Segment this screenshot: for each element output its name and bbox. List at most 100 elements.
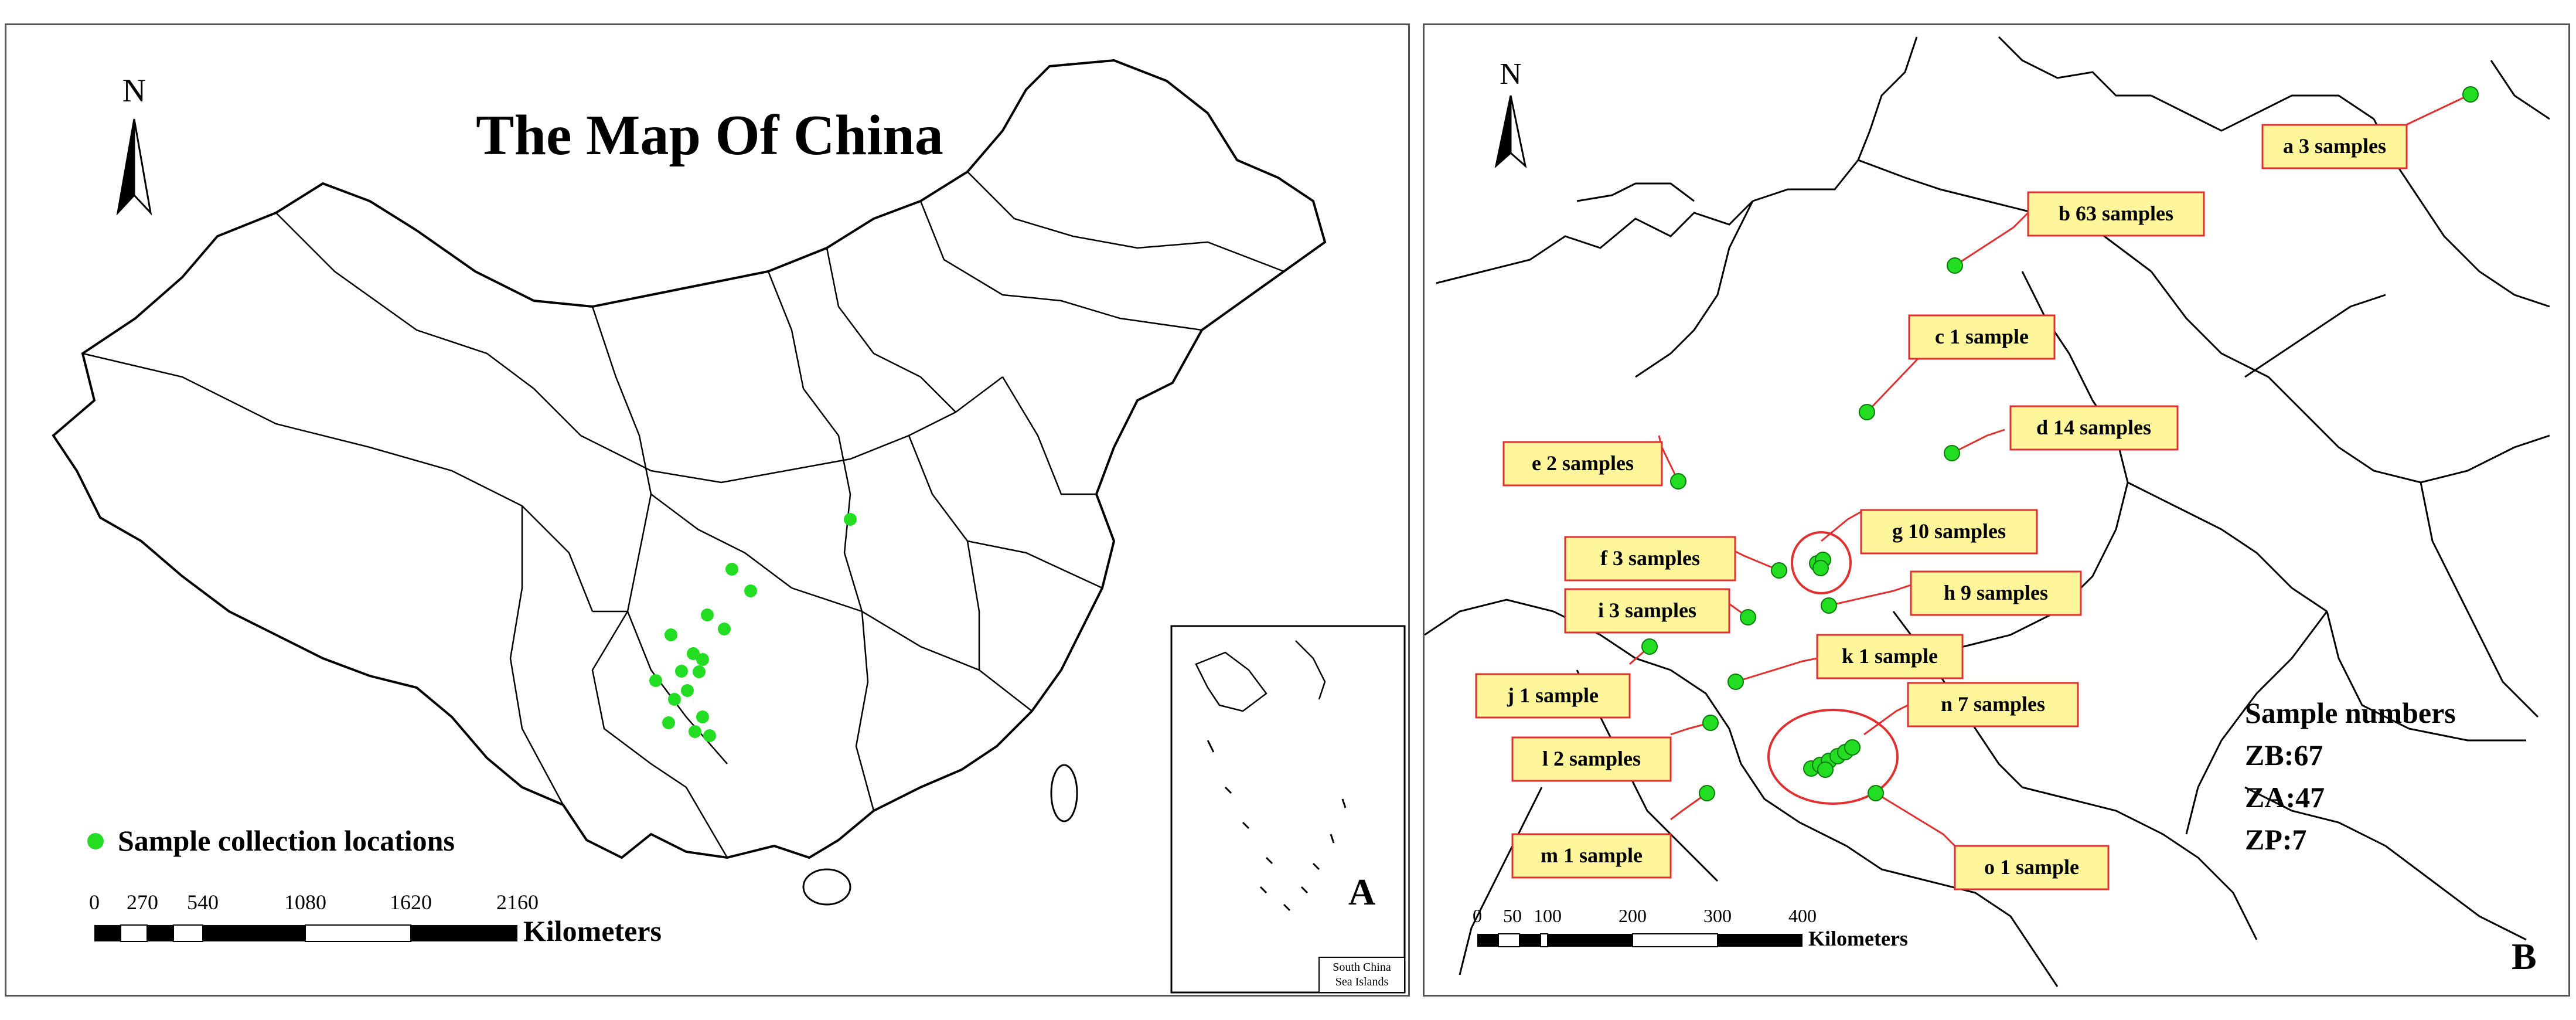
callout-k: k 1 sample <box>1816 634 1964 679</box>
scale-tick: 100 <box>1534 905 1562 926</box>
sample-point <box>1702 715 1719 731</box>
sample-point <box>1868 785 1884 801</box>
sample-point <box>1844 739 1861 756</box>
sample-point <box>1641 638 1658 655</box>
scale-tick: 0 <box>1473 905 1482 926</box>
sample-number-line: ZA:47 <box>2245 781 2325 814</box>
callout-a: a 3 samples <box>2261 124 2408 169</box>
sample-point <box>1947 257 1963 274</box>
sample-point <box>701 608 714 621</box>
sample-point <box>725 563 738 576</box>
scale-unit: Kilometers <box>523 914 662 947</box>
sample-point <box>1817 761 1834 778</box>
legend-label: Sample collection locations <box>118 824 455 857</box>
sample-point <box>1699 785 1715 801</box>
callout-label: d 14 samples <box>2036 416 2151 439</box>
sample-point <box>665 628 677 641</box>
legend-point-icon <box>87 833 104 849</box>
sample-point <box>1859 404 1875 420</box>
scale-unit: Kilometers <box>1808 927 1908 950</box>
callout-label: k 1 sample <box>1842 644 1938 668</box>
sample-numbers: Sample numbers ZB:67 ZA:47 ZP:7 <box>2245 696 2456 856</box>
region-borders <box>1425 36 2550 987</box>
region-map-svg: a 3 samples b 63 samples c 1 sample d 14… <box>1425 36 2550 987</box>
callout-i: i 3 samples <box>1564 588 1730 634</box>
sample-point <box>675 665 688 678</box>
scale-tick: 400 <box>1788 905 1817 926</box>
scale-tick: 270 <box>127 890 158 914</box>
scale-bar-b: 0 50 100 200 300 400 Kilometers <box>1473 905 1908 950</box>
sample-point <box>1740 609 1756 625</box>
china-map-svg: N The Map Of China Sample collection loc… <box>52 59 1406 994</box>
sample-point <box>718 623 731 635</box>
north-arrow-icon <box>1494 95 1512 169</box>
callout-m: m 1 sample <box>1511 833 1672 879</box>
sample-point <box>689 725 701 738</box>
callout-e: e 2 samples <box>1502 441 1663 487</box>
sample-point <box>844 513 857 526</box>
sample-point <box>1771 562 1787 579</box>
callout-label: o 1 sample <box>1984 855 2079 879</box>
cluster-circle-g <box>1791 531 1852 594</box>
sample-point <box>696 710 709 723</box>
sample-point <box>693 665 706 678</box>
sample-point <box>1727 674 1744 690</box>
map-title: The Map Of China <box>476 104 943 167</box>
sample-points-b <box>1641 86 2479 801</box>
legend-a: Sample collection locations <box>87 824 455 857</box>
callout-label: n 7 samples <box>1941 692 2045 716</box>
callout-o: o 1 sample <box>1954 845 2110 890</box>
callout-label: l 2 samples <box>1542 747 1641 770</box>
province-borders <box>82 171 1284 858</box>
sample-point <box>703 729 716 742</box>
sample-point <box>1821 597 1837 614</box>
callout-label: m 1 sample <box>1541 844 1643 867</box>
callout-label: f 3 samples <box>1600 546 1700 570</box>
scale-tick: 2160 <box>496 890 539 914</box>
sample-point <box>1944 445 1960 461</box>
sample-point <box>2462 86 2479 103</box>
callout-b: b 63 samples <box>2027 191 2205 237</box>
scale-tick: 200 <box>1618 905 1647 926</box>
sample-point <box>681 684 694 697</box>
north-arrow-icon <box>116 118 135 216</box>
callout-d: d 14 samples <box>2009 405 2179 451</box>
sample-point <box>662 716 675 729</box>
callout-label: g 10 samples <box>1892 519 2006 543</box>
north-label: N <box>1500 57 1522 91</box>
callouts: a 3 samples b 63 samples c 1 sample d 14… <box>1475 124 2408 890</box>
north-arrow-b: N <box>1494 57 1527 169</box>
north-label: N <box>122 73 146 109</box>
callout-label: c 1 sample <box>1935 325 2029 348</box>
scale-tick: 1080 <box>284 890 326 914</box>
sample-point <box>1670 473 1686 489</box>
sample-point <box>649 674 662 687</box>
callout-label: i 3 samples <box>1598 599 1696 622</box>
cluster-circle-n <box>1767 709 1899 805</box>
panel-label-a: A <box>1348 871 1375 913</box>
north-arrow-a: N <box>116 73 152 216</box>
callout-j: j 1 sample <box>1475 673 1631 719</box>
scale-tick: 0 <box>89 890 100 914</box>
panel-label-b: B <box>2512 936 2537 977</box>
inset-south-china-sea: South China Sea Islands A <box>1170 625 1406 994</box>
inset-caption: South China <box>1333 961 1391 974</box>
callout-n: n 7 samples <box>1907 682 2079 727</box>
taiwan-island <box>1050 764 1078 822</box>
map-panel-a: N The Map Of China Sample collection loc… <box>5 23 1410 997</box>
scale-tick: 300 <box>1703 905 1732 926</box>
scale-tick: 1620 <box>390 890 432 914</box>
callout-label: e 2 samples <box>1532 451 1634 475</box>
map-panel-b: a 3 samples b 63 samples c 1 sample d 14… <box>1423 23 2570 997</box>
callout-h: h 9 samples <box>1910 570 2082 616</box>
inset-caption: Sea Islands <box>1335 975 1389 988</box>
scale-bar-a: 0 270 540 1080 1620 2160 Kilometers <box>89 890 662 947</box>
sample-points-a <box>649 513 857 742</box>
sample-point <box>668 693 681 706</box>
callout-g: g 10 samples <box>1860 509 2038 555</box>
callout-label: b 63 samples <box>2059 202 2173 225</box>
scale-tick: 50 <box>1503 905 1522 926</box>
hainan-island <box>802 868 851 906</box>
sample-point <box>1812 560 1829 576</box>
sample-point <box>744 584 757 597</box>
